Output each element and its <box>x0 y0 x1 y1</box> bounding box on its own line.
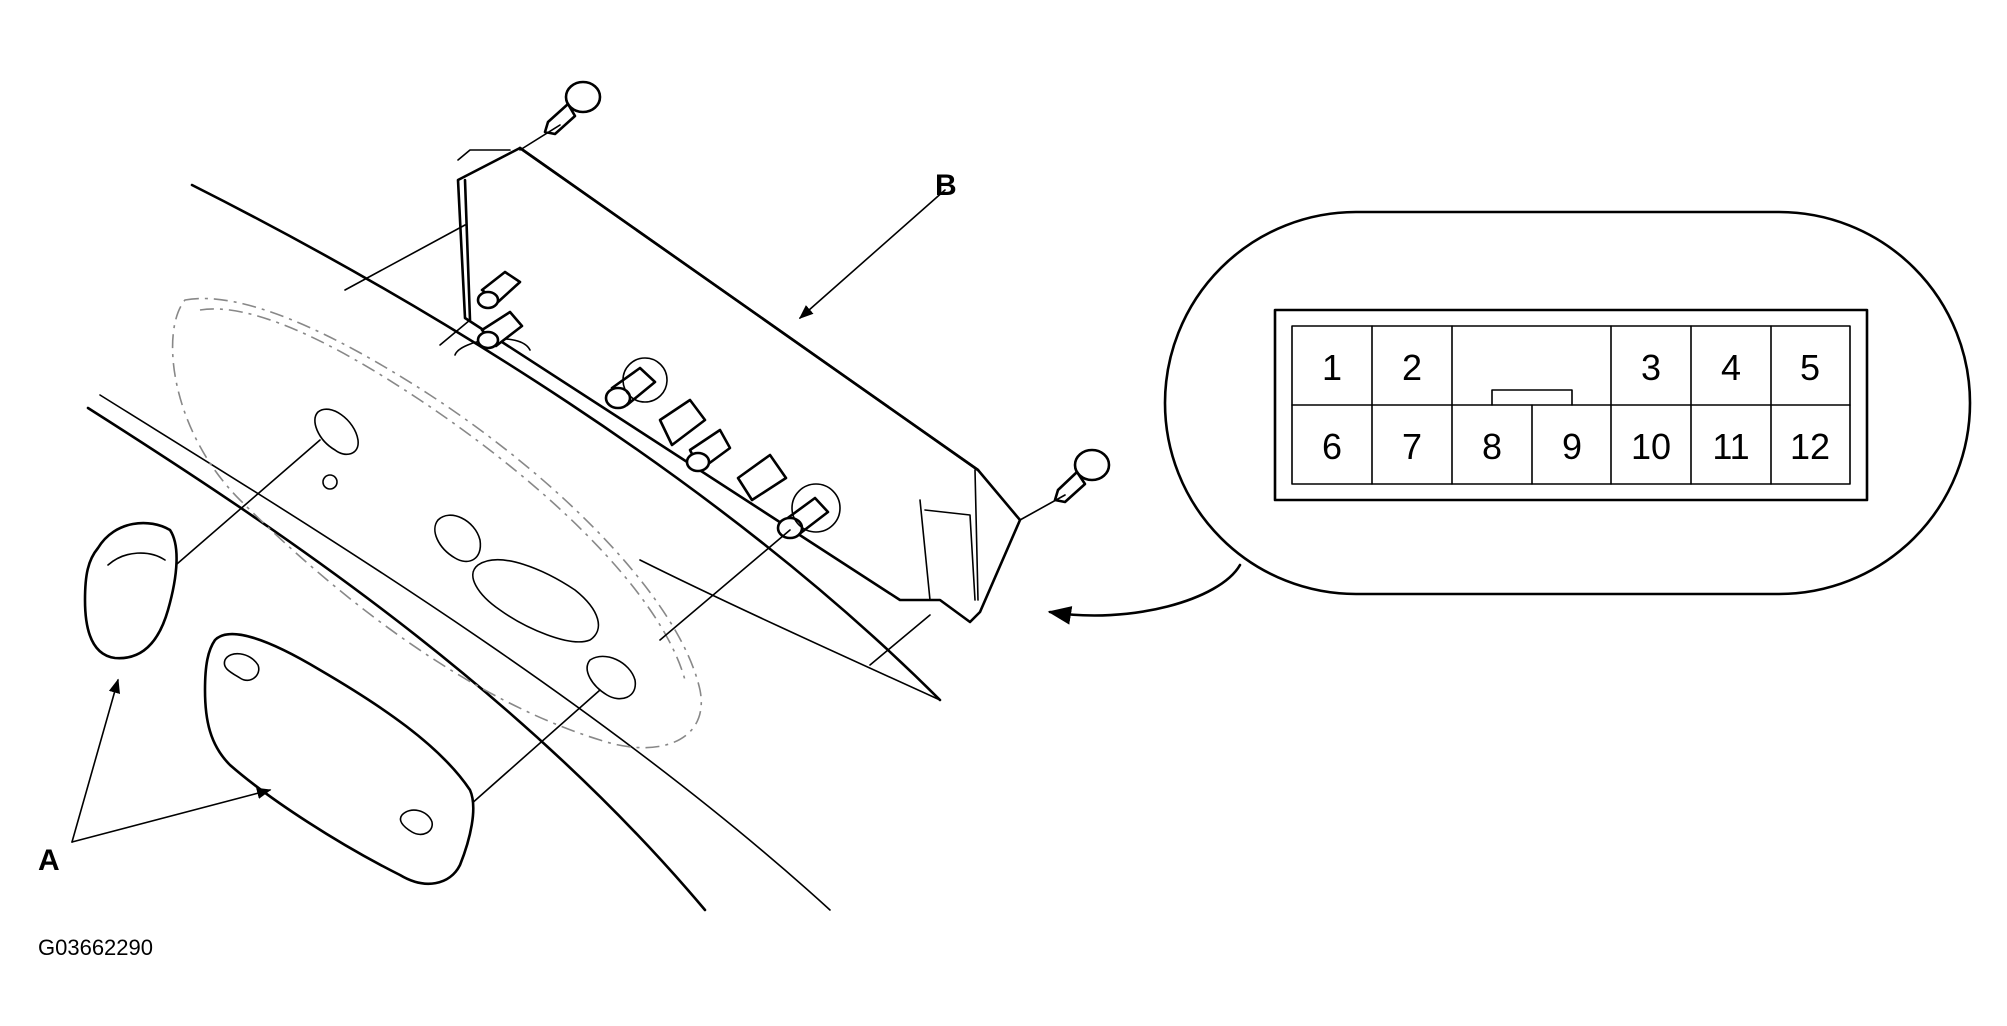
connector-callout <box>1163 210 1972 596</box>
figure-code: G03662290 <box>38 935 153 960</box>
pin-label: 3 <box>1641 347 1661 388</box>
pin-label: 8 <box>1482 426 1502 467</box>
pin-label: 11 <box>1712 426 1749 467</box>
pin-label: 7 <box>1402 426 1422 467</box>
alignment-lines <box>169 224 931 806</box>
knob-a-bar <box>203 632 475 885</box>
pointer-arrows <box>71 189 1242 843</box>
pin-label: 6 <box>1322 426 1342 467</box>
connector-face <box>1273 308 1869 502</box>
knob-a-left <box>83 521 178 660</box>
part-b-label: B <box>935 169 957 202</box>
pin-label: 12 <box>1790 426 1830 467</box>
pin-label: 4 <box>1721 347 1741 388</box>
pin-label: 1 <box>1322 347 1342 388</box>
pin-label: 9 <box>1562 426 1582 467</box>
trim-bezel-outline <box>171 297 703 749</box>
pin-label: 2 <box>1402 347 1422 388</box>
control-unit-b <box>454 146 1022 624</box>
dashboard-outline <box>86 183 942 912</box>
bezel-openings <box>314 408 636 700</box>
pin-label: 5 <box>1800 347 1820 388</box>
pin-label: 10 <box>1631 426 1671 467</box>
part-a-label: A <box>38 844 60 877</box>
screw-icon <box>1053 448 1111 504</box>
screw-icon <box>543 80 602 136</box>
